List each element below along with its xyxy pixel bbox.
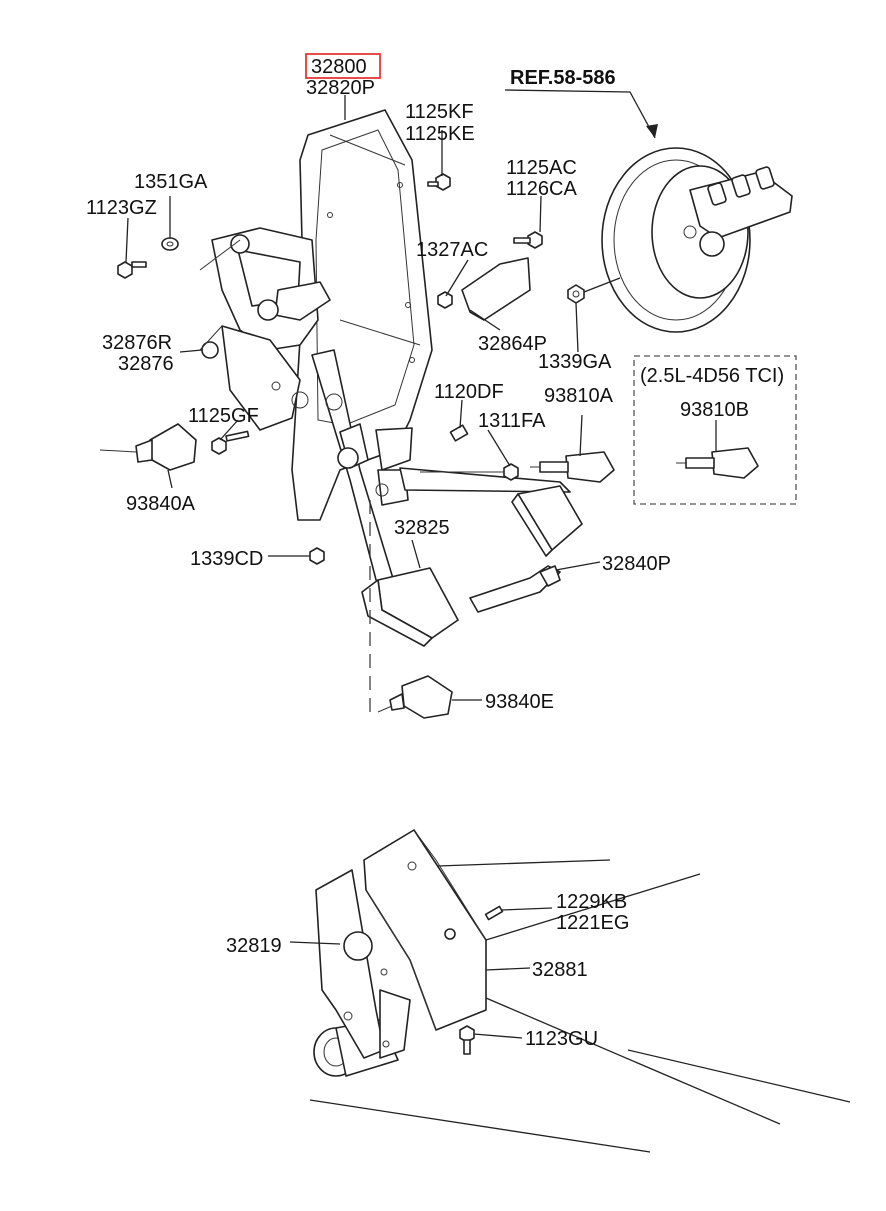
switch-93810A: [530, 451, 615, 483]
rod-32840P: [469, 565, 561, 613]
label-32840P: 32840P: [602, 553, 671, 575]
highlight-32800: [305, 53, 381, 79]
fasteners: [117, 173, 543, 565]
label-1229KB: 1229KB: [556, 891, 627, 913]
label-variant: (2.5L-4D56 TCI): [640, 365, 784, 387]
label-32820P: 32820P: [306, 77, 375, 99]
label-32825: 32825: [394, 517, 450, 539]
label-93840A: 93840A: [126, 493, 196, 515]
label-ref-58-586: REF.58-586: [510, 67, 616, 89]
variant-box: [633, 355, 797, 505]
label-1351GA: 1351GA: [134, 171, 208, 193]
pedal-mount-bracket: [211, 227, 331, 431]
label-1123GZ: 1123GZ: [86, 197, 157, 219]
brake-pedal-pad: [511, 485, 583, 557]
clutch-pedal-pad-32825: [361, 567, 459, 647]
switch-93810B: [676, 447, 759, 479]
label-32864P: 32864P: [478, 333, 547, 355]
label-1339GA: 1339GA: [538, 351, 612, 373]
label-1125AC: 1125AC: [506, 157, 577, 179]
label-93840E: 93840E: [485, 691, 554, 713]
label-1221EG: 1221EG: [556, 912, 629, 934]
label-32876R: 32876R: [102, 332, 172, 354]
label-1339CD: 1339CD: [190, 548, 263, 570]
label-93810A: 93810A: [544, 385, 614, 407]
brake-booster: [601, 147, 793, 333]
label-32800: 32800: [311, 56, 367, 78]
label-1125KE: 1125KE: [405, 123, 475, 145]
label-32881: 32881: [532, 959, 588, 981]
label-32819: 32819: [226, 935, 282, 957]
label-1126CA: 1126CA: [506, 178, 577, 200]
switch-93840E: [377, 675, 453, 719]
nut-1339GA: [567, 284, 585, 304]
label-1125KF: 1125KF: [405, 101, 474, 123]
lower-bracket-assembly: [309, 829, 851, 1153]
label-32876: 32876: [118, 353, 174, 375]
label-1123GU: 1123GU: [525, 1028, 598, 1050]
switch-93840A: [99, 423, 197, 471]
label-1311FA: 1311FA: [478, 410, 546, 432]
label-93810B: 93810B: [680, 399, 749, 421]
label-1327AC: 1327AC: [416, 239, 488, 261]
label-1120DF: 1120DF: [434, 381, 504, 403]
label-1125GF: 1125GF: [188, 405, 259, 427]
